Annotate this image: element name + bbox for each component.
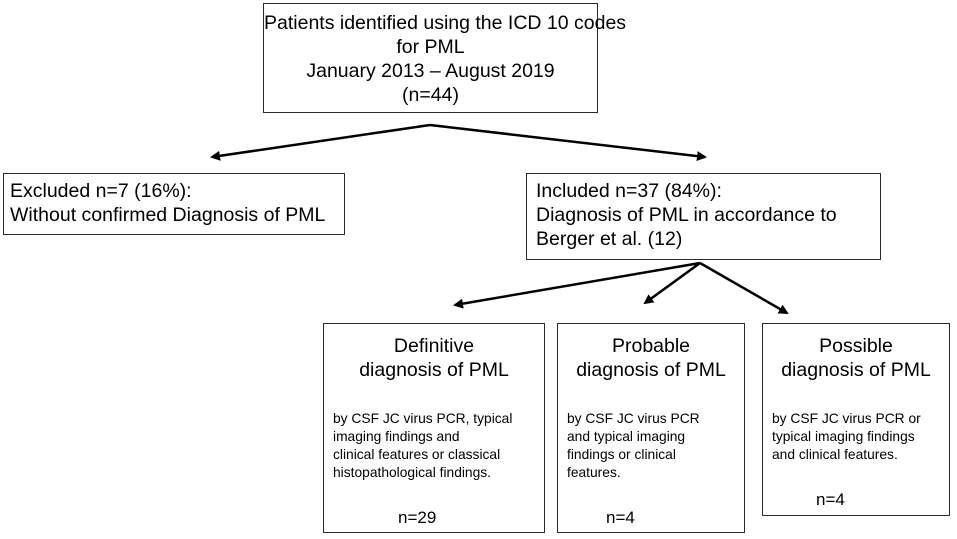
possible-title-line-2: diagnosis of PML (781, 359, 931, 381)
probable-title-line-2: diagnosis of PML (576, 359, 726, 381)
possible-title: Possible diagnosis of PML (763, 334, 949, 382)
definitive-title: Definitive diagnosis of PML (324, 334, 544, 382)
probable-desc-line-3: findings or clinical (567, 447, 676, 462)
probable-desc-line-1: by CSF JC virus PCR (567, 411, 700, 426)
definitive-description: by CSF JC virus PCR, typical imaging fin… (333, 410, 512, 482)
possible-description: by CSF JC virus PCR or typical imaging f… (772, 410, 921, 464)
definitive-count: n=29 (398, 508, 437, 527)
probable-count: n=4 (606, 508, 635, 527)
included-line-1: Included n=37 (84%): (536, 180, 722, 202)
probable-description: by CSF JC virus PCR and typical imaging … (567, 410, 700, 482)
identified-line-3: January 2013 – August 2019 (306, 60, 555, 82)
definitive-title-line-1: Definitive (393, 335, 475, 357)
probable-desc-line-4: features. (567, 465, 621, 480)
definitive-desc-line-2: imaging findings and (333, 429, 460, 444)
probable-title: Probable diagnosis of PML (558, 334, 744, 382)
arrow-to-excluded (210, 123, 431, 161)
excluded-line-2: Without confirmed Diagnosis of PML (10, 204, 326, 226)
included-line-2: Diagnosis of PML in accordance to (536, 204, 837, 226)
possible-diagnosis-box: Possible diagnosis of PML by CSF JC viru… (762, 323, 950, 516)
possible-desc-line-1: by CSF JC virus PCR or (772, 411, 921, 426)
definitive-diagnosis-box: Definitive diagnosis of PML by CSF JC vi… (323, 323, 545, 533)
identified-patients-box: Patients identified using the ICD 10 cod… (263, 3, 627, 113)
possible-count: n=4 (816, 490, 845, 509)
probable-desc-line-2: and typical imaging (567, 429, 686, 444)
included-line-3: Berger et al. (12) (536, 228, 683, 250)
definitive-desc-line-1: by CSF JC virus PCR, typical (333, 411, 513, 426)
probable-diagnosis-box: Probable diagnosis of PML by CSF JC viru… (557, 323, 745, 533)
arrow-to-possible (699, 261, 789, 315)
definitive-desc-line-4: histopathological findings. (333, 465, 492, 480)
arrow-to-included (429, 123, 707, 162)
included-box: Included n=37 (84%): Diagnosis of PML in… (526, 173, 881, 260)
excluded-line-1: Excluded n=7 (16%): (10, 180, 192, 202)
identified-line-2: for PML (396, 36, 465, 58)
definitive-title-line-2: diagnosis of PML (359, 359, 509, 381)
arrow-to-definitive (453, 261, 701, 309)
identified-line-4: (n=44) (402, 84, 459, 106)
excluded-box: Excluded n=7 (16%): Without confirmed Di… (3, 173, 345, 235)
possible-desc-line-2: typical imaging findings (772, 429, 915, 444)
possible-desc-line-3: and clinical features. (772, 447, 898, 462)
probable-title-line-1: Probable (611, 335, 691, 357)
possible-title-line-1: Possible (819, 335, 893, 357)
arrow-to-probable (643, 261, 701, 305)
identified-line-1: Patients identified using the ICD 10 cod… (264, 12, 627, 34)
definitive-desc-line-3: clinical features or classical (333, 447, 501, 462)
